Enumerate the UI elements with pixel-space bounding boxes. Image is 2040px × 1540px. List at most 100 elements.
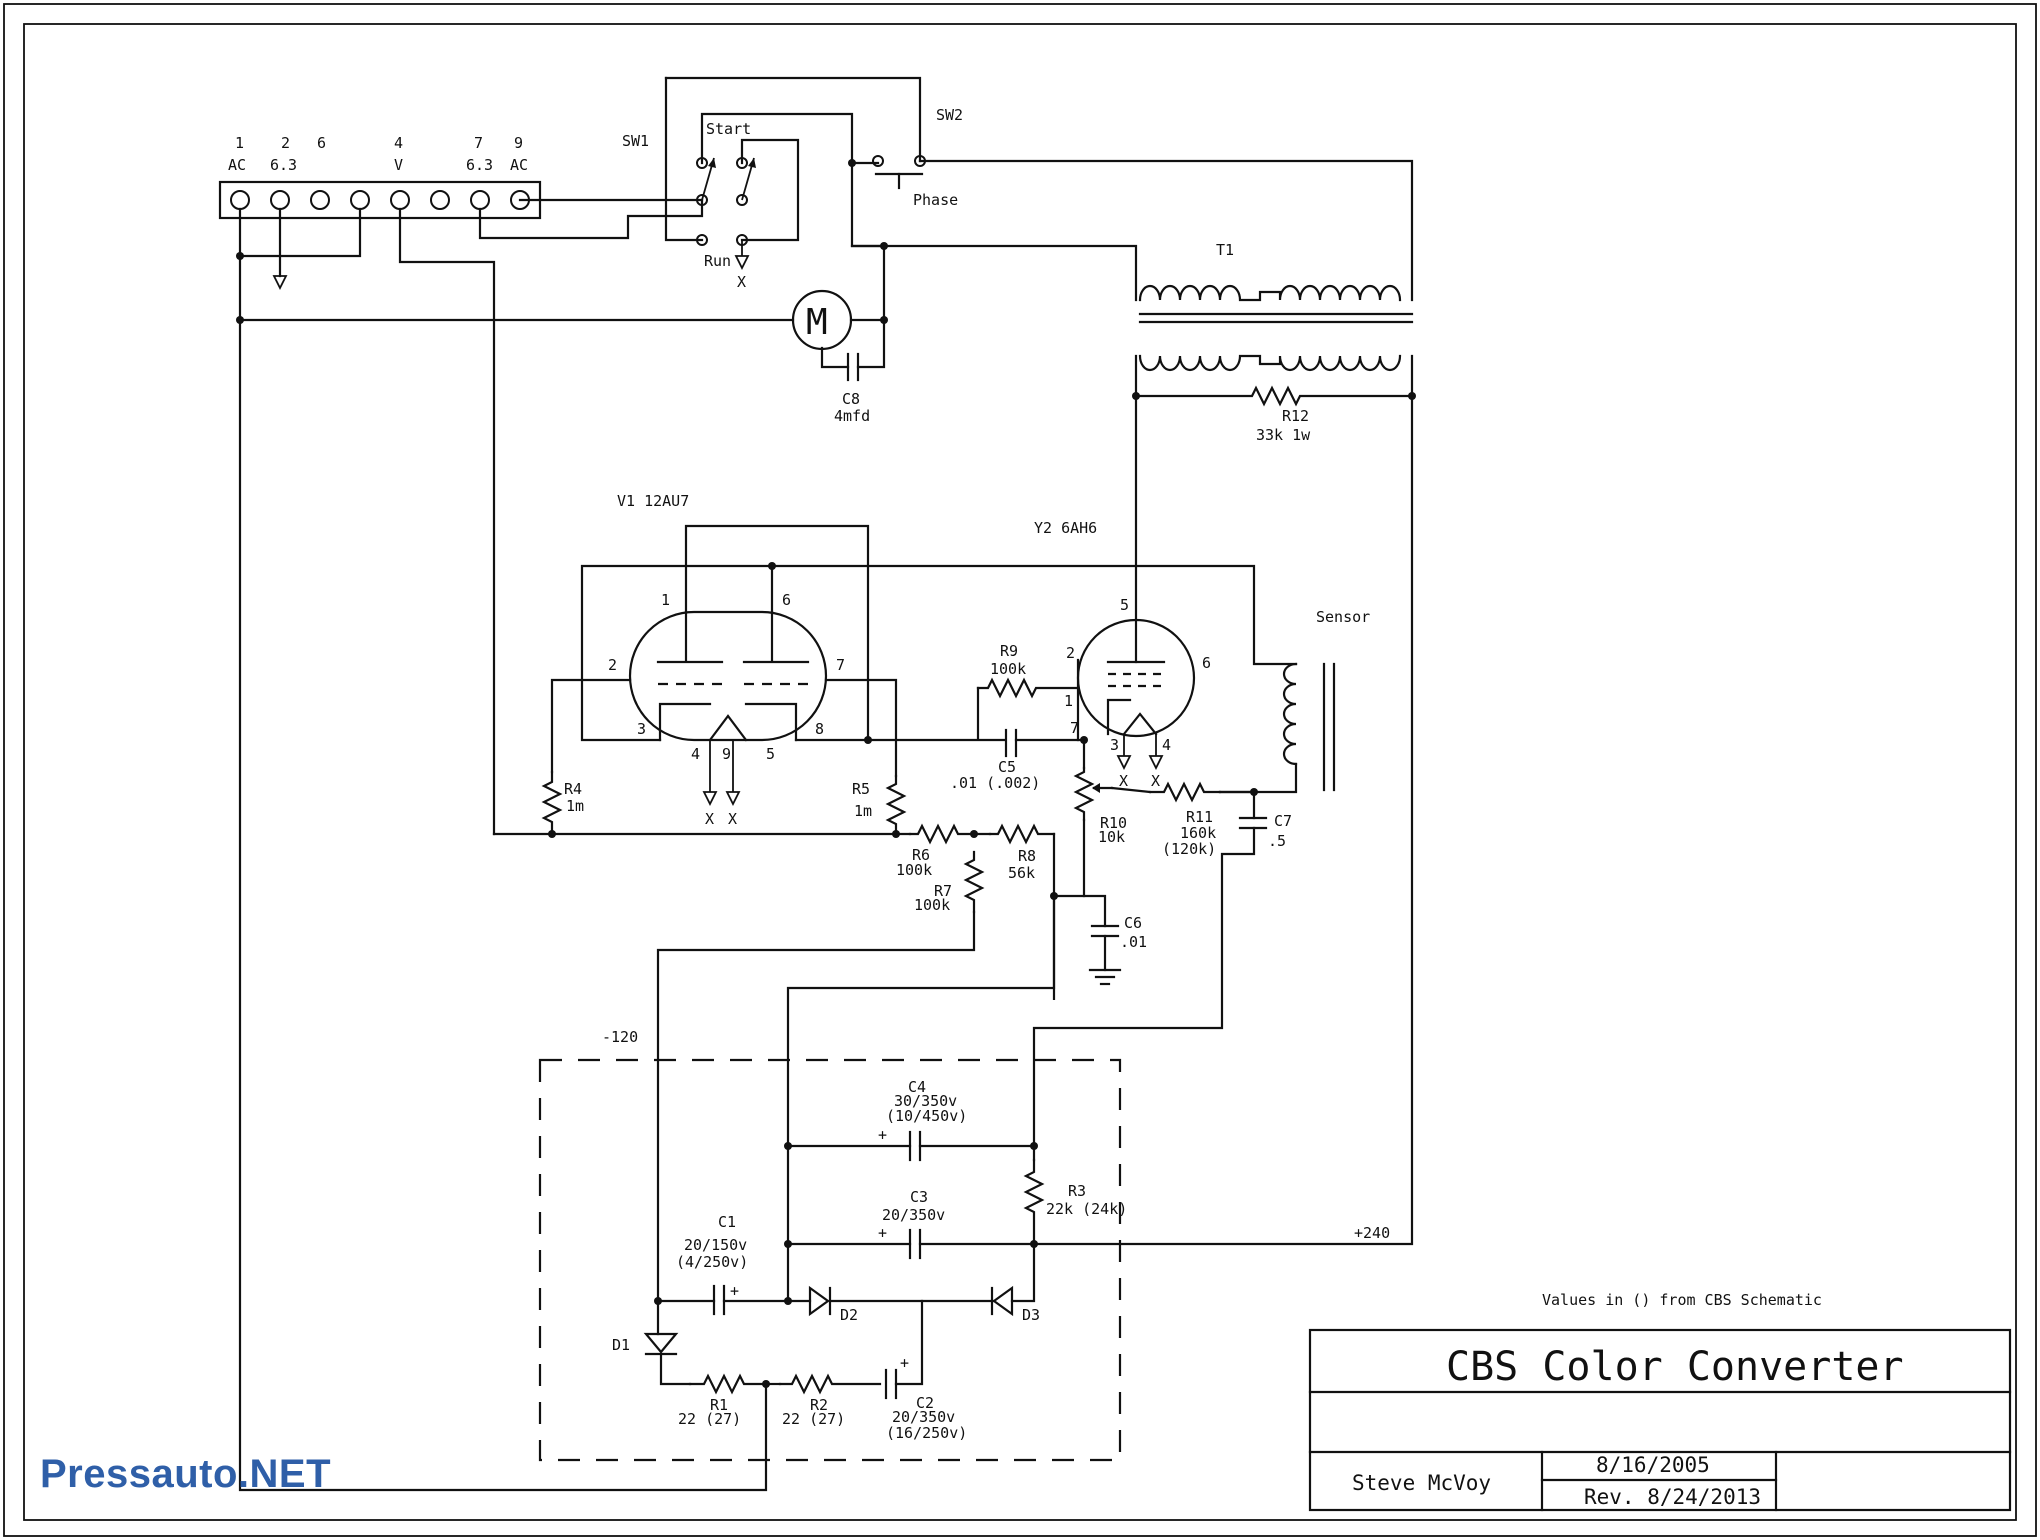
capacitor-c5: C5 .01 (.002) — [950, 728, 1040, 792]
svg-text:5: 5 — [1120, 596, 1129, 614]
svg-text:1: 1 — [1064, 692, 1073, 710]
svg-text:6: 6 — [782, 591, 791, 609]
svg-text:D2: D2 — [840, 1306, 858, 1324]
tube-v2: Y2 6AH6 5 2 6 1 7 3 4 X X — [1034, 519, 1211, 790]
pin-label: AC — [228, 156, 246, 174]
svg-text:D1: D1 — [612, 1336, 630, 1354]
svg-text:(120k): (120k) — [1162, 840, 1216, 858]
resistor-r12: R12 33k 1w — [1134, 385, 1414, 444]
resistor-r11: R11 160k (120k) — [1148, 781, 1222, 858]
tube-v1: V1 12AU7 1 6 2 7 3 8 4 9 5 X X — [608, 492, 845, 828]
svg-text:C1: C1 — [718, 1213, 736, 1231]
title-block: CBS Color Converter Steve McVoy 8/16/200… — [1308, 1328, 2012, 1512]
svg-text:+: + — [878, 1224, 887, 1242]
power-supply-box — [538, 1058, 1122, 1462]
diode-d2: D2 — [808, 1285, 858, 1324]
capacitor-c6: C6 .01 — [1088, 914, 1147, 986]
svg-text:V1 12AU7: V1 12AU7 — [617, 492, 689, 510]
capacitor-c2: + C2 20/350v (16/250v) — [884, 1354, 967, 1442]
diode-d1: D1 — [612, 1332, 679, 1356]
svg-text:Run: Run — [704, 252, 731, 270]
svg-text:SW1: SW1 — [622, 132, 649, 150]
diode-d3: D3 — [990, 1285, 1040, 1324]
svg-text:R12: R12 — [1282, 407, 1309, 425]
pin-number: 2 — [281, 134, 290, 152]
resistor-r6: R6 100k — [896, 823, 976, 879]
supply-pos-label: +240 — [1354, 1224, 1390, 1242]
pin-number: 1 — [235, 134, 244, 152]
svg-text:X: X — [1151, 772, 1160, 790]
svg-text:5: 5 — [766, 745, 775, 763]
resistor-r1: R1 22 (27) — [678, 1373, 770, 1428]
svg-text:+: + — [730, 1282, 739, 1300]
svg-text:20/350v: 20/350v — [882, 1206, 945, 1224]
motor: M — [791, 289, 853, 351]
svg-text:56k: 56k — [1008, 864, 1035, 882]
svg-text:R1: R1 — [710, 1396, 728, 1414]
svg-text:Sensor: Sensor — [1316, 608, 1370, 626]
inner-border — [23, 23, 2017, 1521]
svg-text:R2: R2 — [810, 1396, 828, 1414]
svg-text:R5: R5 — [852, 780, 870, 798]
values-note: Values in () from CBS Schematic — [1542, 1291, 1822, 1309]
pin-label: 6.3 — [466, 156, 493, 174]
pin-number: 9 — [514, 134, 523, 152]
svg-text:10k: 10k — [1098, 828, 1125, 846]
svg-text:C6: C6 — [1124, 914, 1142, 932]
svg-text:R10: R10 — [1100, 814, 1127, 832]
svg-text:+: + — [878, 1126, 887, 1144]
resistor-r8: R8 56k — [988, 823, 1056, 882]
svg-text:X: X — [705, 810, 714, 828]
svg-text:+: + — [900, 1354, 909, 1372]
svg-text:R11: R11 — [1186, 808, 1213, 826]
svg-text:Phase: Phase — [913, 191, 958, 209]
svg-text:Start: Start — [706, 120, 751, 138]
capacitor-c4: C4 30/350v (10/450v) + — [878, 1078, 967, 1162]
resistor-r4: R4 1m — [541, 770, 584, 836]
drawing-title: CBS Color Converter — [1446, 1344, 1904, 1390]
svg-text:M: M — [806, 302, 828, 343]
svg-text:20/150v: 20/150v — [684, 1236, 747, 1254]
svg-text:C5: C5 — [998, 758, 1016, 776]
svg-text:6: 6 — [1202, 654, 1211, 672]
svg-text:4: 4 — [1162, 736, 1171, 754]
svg-text:100k: 100k — [914, 896, 950, 914]
svg-text:C8: C8 — [842, 390, 860, 408]
svg-text:.01: .01 — [1120, 933, 1147, 951]
svg-text:R7: R7 — [934, 882, 952, 900]
svg-text:.5: .5 — [1268, 832, 1286, 850]
svg-text:R4: R4 — [564, 780, 582, 798]
svg-text:.01 (.002): .01 (.002) — [950, 774, 1040, 792]
svg-text:30/350v: 30/350v — [894, 1092, 957, 1110]
resistor-r9: R9 100k — [976, 642, 1080, 699]
svg-text:1m: 1m — [566, 797, 584, 815]
svg-text:X: X — [737, 273, 746, 291]
capacitor-c8: C8 4mfd — [834, 352, 870, 425]
svg-text:SW2: SW2 — [936, 106, 963, 124]
resistor-r5: R5 1m — [852, 774, 907, 836]
svg-text:D3: D3 — [1022, 1306, 1040, 1324]
svg-text:1: 1 — [661, 591, 670, 609]
svg-text:22 (27): 22 (27) — [678, 1410, 741, 1428]
pin-label: V — [394, 156, 403, 174]
svg-text:2: 2 — [608, 656, 617, 674]
svg-text:9: 9 — [722, 745, 731, 763]
svg-text:2: 2 — [1066, 644, 1075, 662]
svg-text:160k: 160k — [1180, 824, 1216, 842]
svg-text:C2: C2 — [916, 1394, 934, 1412]
outer-border — [3, 3, 2037, 1537]
svg-text:(10/450v): (10/450v) — [886, 1107, 967, 1125]
svg-text:7: 7 — [1070, 719, 1079, 737]
svg-text:(16/250v): (16/250v) — [886, 1424, 967, 1442]
switch-sw2-phase: SW2 Phase — [872, 106, 963, 209]
svg-text:22 (27): 22 (27) — [782, 1410, 845, 1428]
svg-text:100k: 100k — [896, 861, 932, 879]
svg-text:3: 3 — [637, 720, 646, 738]
author: Steve McVoy — [1352, 1471, 1491, 1495]
pin-number: 4 — [394, 134, 403, 152]
svg-text:R9: R9 — [1000, 642, 1018, 660]
resistor-r3: R3 22k (24k) — [1023, 1158, 1127, 1246]
pin-label: AC — [510, 156, 528, 174]
svg-text:4: 4 — [691, 745, 700, 763]
svg-text:100k: 100k — [990, 660, 1026, 678]
